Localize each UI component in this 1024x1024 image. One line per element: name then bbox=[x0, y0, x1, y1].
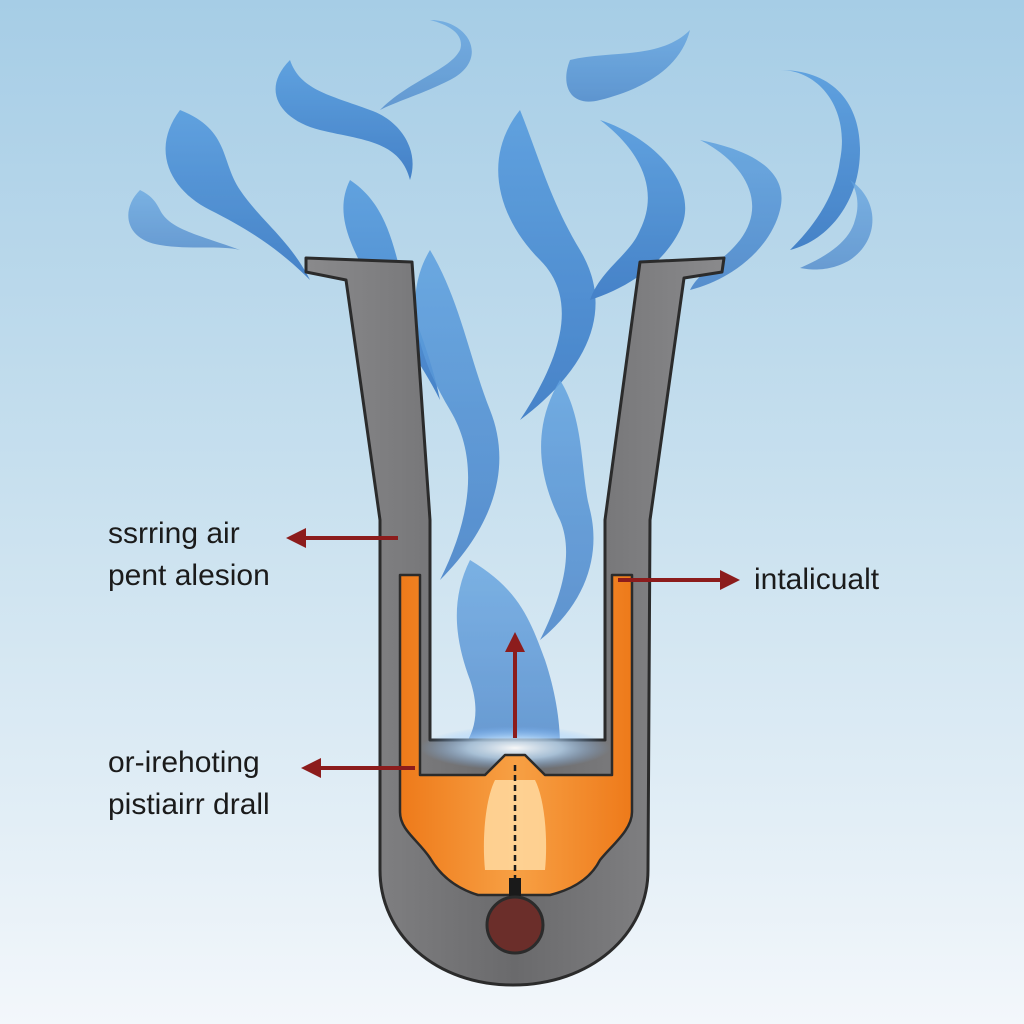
smoke-plume-icon bbox=[128, 20, 873, 745]
label-left-upper-line1: ssrring air bbox=[108, 517, 240, 550]
heater-element bbox=[485, 765, 545, 955]
label-left-lower-line2: pistiairr drall bbox=[108, 788, 270, 821]
label-left-lower: or-irehoting pistiairr drall bbox=[108, 742, 270, 826]
label-right: intalicualt bbox=[754, 559, 879, 601]
arrow-icon bbox=[286, 528, 740, 778]
flame-glow bbox=[420, 726, 610, 770]
label-right-line1: intalicualt bbox=[754, 563, 880, 596]
label-left-upper: ssrring air pent alesion bbox=[108, 513, 270, 597]
label-left-lower-line1: or-irehoting bbox=[108, 746, 260, 779]
label-left-upper-line2: pent alesion bbox=[108, 559, 270, 592]
